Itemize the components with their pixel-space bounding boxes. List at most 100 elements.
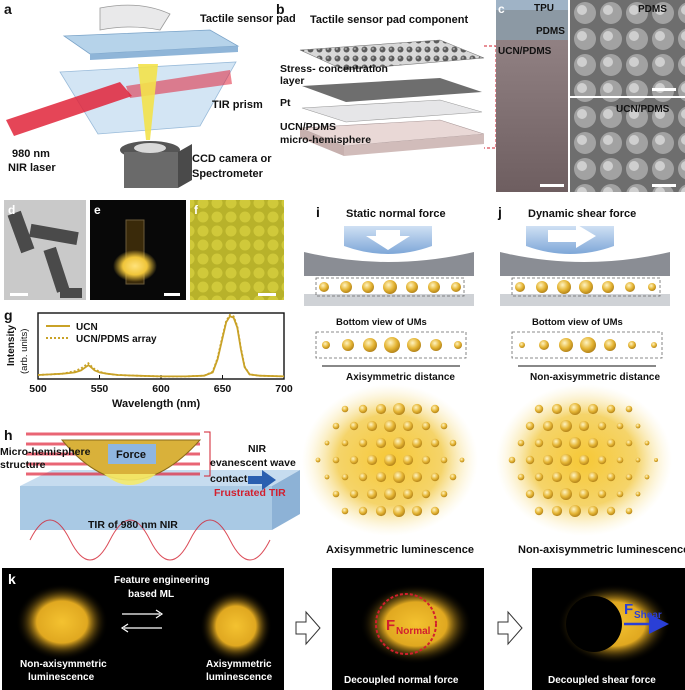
x-tick-label: 650 bbox=[214, 383, 232, 395]
sem-label-tpu: TPU bbox=[534, 3, 554, 14]
glow-spot bbox=[402, 420, 414, 432]
glow-spot bbox=[560, 454, 572, 466]
bead bbox=[579, 280, 593, 294]
glow-spot bbox=[569, 471, 581, 483]
glow-spot bbox=[635, 491, 641, 497]
normal-caption: Decoupled normal force bbox=[344, 675, 459, 686]
panel-h: h Force Micro-hemisphere structure NIR e… bbox=[0, 427, 300, 561]
glow-spot bbox=[430, 438, 440, 448]
pt-layer-dark bbox=[302, 78, 482, 102]
dynamic-beads bbox=[515, 280, 656, 294]
laser-label-2: NIR laser bbox=[8, 162, 56, 174]
glow-spot bbox=[517, 439, 525, 447]
bead bbox=[580, 337, 596, 353]
glow-spot bbox=[654, 458, 658, 462]
static-caption: Axisymmetric luminescence bbox=[326, 544, 474, 556]
frustrated-arrow bbox=[248, 470, 276, 490]
glow-spot bbox=[449, 439, 457, 447]
glow-spot bbox=[616, 490, 624, 498]
glow-spot bbox=[508, 456, 516, 464]
bead bbox=[454, 341, 462, 349]
force-label: Force bbox=[116, 449, 146, 461]
glow-spot bbox=[569, 403, 581, 415]
glow-spot bbox=[358, 438, 368, 448]
bead bbox=[340, 281, 352, 293]
stress-layer bbox=[299, 39, 485, 71]
bead bbox=[430, 339, 442, 351]
glow-spot bbox=[551, 505, 563, 517]
glow-spot bbox=[411, 471, 423, 483]
scale-bar bbox=[652, 88, 676, 91]
dynamic-layer bbox=[500, 252, 670, 276]
right-caption-2: luminescence bbox=[206, 672, 273, 683]
glow-spot bbox=[587, 403, 599, 415]
glow-spot bbox=[393, 505, 405, 517]
flow-arrow-2 bbox=[497, 610, 523, 646]
dynamic-bottom-label: Bottom view of UMs bbox=[532, 317, 623, 328]
force-box bbox=[108, 444, 156, 464]
panel-i-letter: i bbox=[316, 204, 320, 220]
hemisphere-label-1: Micro-hemisphere bbox=[0, 446, 91, 458]
dynamic-caption: Non-axisymmetric luminescence bbox=[518, 544, 685, 556]
hex-luminescence bbox=[190, 200, 284, 300]
glow-spot bbox=[606, 472, 616, 482]
panel-h-letter: h bbox=[4, 427, 13, 443]
layer-label-stress-2: layer bbox=[280, 75, 305, 87]
finger bbox=[99, 4, 171, 31]
glow-spot bbox=[358, 472, 368, 482]
normal-glow bbox=[360, 584, 472, 664]
f-shear: F bbox=[624, 601, 633, 618]
glow-spot bbox=[606, 438, 616, 448]
glow-spot bbox=[597, 421, 607, 431]
glow-spot bbox=[332, 422, 340, 430]
bead bbox=[625, 282, 635, 292]
glow-spot bbox=[440, 422, 448, 430]
dynamic-distance: Non-axisymmetric distance bbox=[530, 372, 660, 383]
glow-spot bbox=[375, 437, 387, 449]
glow-spot bbox=[366, 488, 378, 500]
hemisphere-label-2: structure bbox=[0, 459, 46, 471]
camera-label-2: Spectrometer bbox=[192, 168, 264, 180]
glow-spot bbox=[358, 404, 368, 414]
panel-b: b Tactile sensor pad component Stress- c… bbox=[276, 1, 497, 156]
static-beads bbox=[319, 280, 461, 294]
f-shear-sub: Shear bbox=[634, 610, 662, 621]
glow-spot bbox=[569, 505, 581, 517]
glow-spot bbox=[393, 437, 405, 449]
prism-label: TIR prism bbox=[212, 99, 263, 111]
f-normal-sub: Normal bbox=[396, 626, 431, 637]
laser-label-1: 980 nm bbox=[12, 148, 50, 160]
shear-arrow bbox=[548, 224, 596, 248]
ccd-camera bbox=[124, 152, 178, 188]
flow-arrow-1 bbox=[295, 610, 321, 646]
bead bbox=[557, 280, 571, 294]
glow-spot bbox=[393, 403, 405, 415]
bead bbox=[515, 282, 525, 292]
camera-label-1: CCD camera or bbox=[192, 153, 272, 165]
bead bbox=[536, 281, 548, 293]
glow-spot bbox=[525, 455, 535, 465]
left-caption-1: Non-axisymmetric bbox=[20, 659, 107, 670]
glow-spot bbox=[635, 423, 641, 429]
bead bbox=[602, 281, 614, 293]
glow-spot bbox=[349, 489, 359, 499]
y-label-unit: (arb. units) bbox=[19, 329, 30, 374]
evanescent-label: evanescent wave bbox=[210, 457, 296, 469]
panel-a: a Tactile sensor pad TIR prism 980 nm NI… bbox=[4, 1, 296, 188]
tir-wave bbox=[29, 519, 271, 561]
glow-spot bbox=[375, 471, 387, 483]
vial-glow bbox=[113, 250, 157, 282]
panel-k-letter: k bbox=[8, 571, 16, 587]
static-bottom-label: Bottom view of UMs bbox=[336, 317, 427, 328]
glow-spot bbox=[375, 403, 387, 415]
glow-spot bbox=[384, 420, 396, 432]
glow-spot bbox=[597, 489, 607, 499]
glow-spot bbox=[587, 437, 599, 449]
glow-spot bbox=[587, 471, 599, 483]
glow-spot bbox=[384, 488, 396, 500]
scale-bar bbox=[10, 293, 28, 296]
x-tick-label: 500 bbox=[29, 383, 47, 395]
